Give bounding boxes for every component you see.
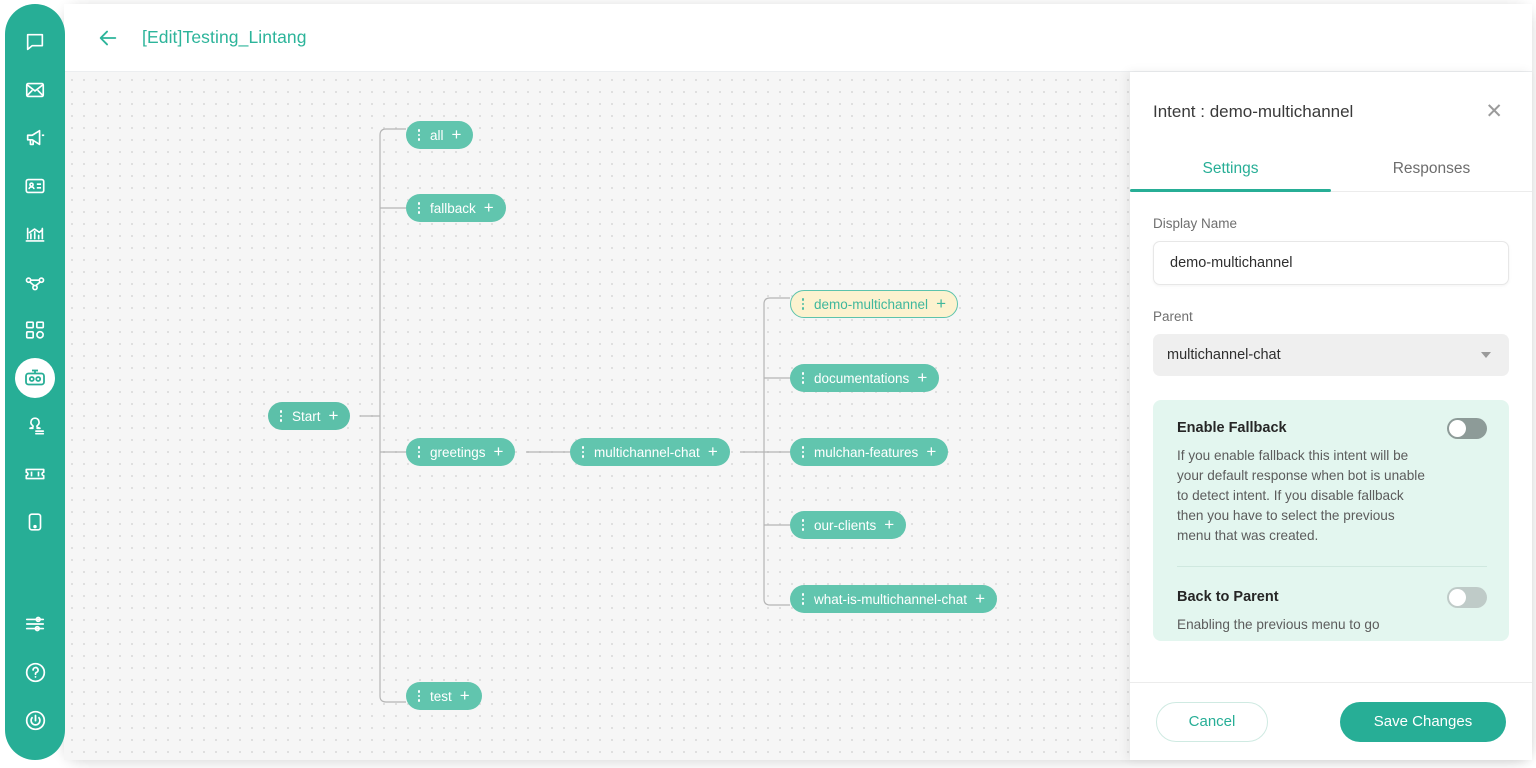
apps-grid-icon[interactable] [15, 310, 55, 350]
intent-options-card: Enable Fallback If you enable fallback t… [1153, 400, 1509, 641]
chevron-down-icon[interactable] [1481, 352, 1491, 358]
add-child-icon[interactable]: + [493, 441, 504, 461]
kebab-menu-icon[interactable] [797, 517, 809, 533]
kebab-menu-icon[interactable] [275, 408, 287, 424]
kebab-menu-icon[interactable] [413, 200, 425, 216]
page-title: [Edit]Testing_Lintang [142, 27, 307, 47]
display-name-input[interactable] [1153, 241, 1509, 285]
flow-node-mulchan-features[interactable]: mulchan-features + [790, 438, 949, 466]
flow-node-label: demo-multichannel [814, 296, 929, 312]
card-divider [1177, 566, 1487, 567]
kebab-menu-icon[interactable] [797, 444, 809, 460]
kebab-menu-icon[interactable] [797, 370, 809, 386]
intent-settings-panel: Intent : demo-multichannel ✕ Settings Re… [1130, 72, 1532, 760]
chat-icon[interactable] [15, 22, 55, 62]
flow-node-all[interactable]: all + [406, 121, 474, 149]
flow-node-label: our-clients [814, 517, 877, 533]
kebab-menu-icon[interactable] [577, 444, 589, 460]
flow-node-label: mulchan-features [814, 444, 919, 460]
add-child-icon[interactable]: + [926, 441, 937, 461]
flow-node-label: greetings [430, 444, 486, 460]
mobile-icon[interactable] [15, 502, 55, 542]
kebab-menu-icon[interactable] [413, 127, 425, 143]
kebab-menu-icon[interactable] [413, 688, 425, 704]
back-to-parent-description: Enabling the previous menu to go [1177, 617, 1380, 632]
panel-body: Display Name Parent multichannel-chat En… [1130, 192, 1532, 682]
flow-node-label: test [430, 688, 452, 704]
flow-node-label: all [430, 127, 444, 143]
add-child-icon[interactable]: + [451, 124, 462, 144]
add-child-icon[interactable]: + [707, 441, 718, 461]
kebab-menu-icon[interactable] [797, 591, 809, 607]
megaphone-icon[interactable] [15, 118, 55, 158]
enable-fallback-description: If you enable fallback this intent will … [1177, 448, 1425, 543]
flow-node-label: documentations [814, 370, 910, 386]
main-sidebar [5, 4, 65, 760]
add-child-icon[interactable]: + [884, 514, 895, 534]
flow-node-demo-multichannel[interactable]: demo-multichannel + [790, 290, 958, 318]
page-header: [Edit]Testing_Lintang [64, 4, 1532, 72]
parent-select[interactable]: multichannel-chat [1153, 334, 1509, 376]
kebab-menu-icon[interactable] [797, 296, 809, 312]
ticket-icon[interactable] [15, 454, 55, 494]
add-child-icon[interactable]: + [328, 405, 339, 425]
share-nodes-icon[interactable] [15, 262, 55, 302]
flow-node-multichannel-chat[interactable]: multichannel-chat + [570, 438, 730, 466]
flow-node-label: Start [292, 408, 321, 424]
enable-fallback-row: Enable Fallback [1177, 418, 1487, 439]
back-to-parent-toggle[interactable] [1447, 587, 1487, 608]
flow-node-label: multichannel-chat [594, 444, 700, 460]
back-to-parent-label: Back to Parent [1177, 589, 1279, 605]
flow-node-label: fallback [430, 200, 476, 216]
analytics-icon[interactable] [15, 214, 55, 254]
flow-node-label: what-is-multichannel-chat [814, 591, 968, 607]
add-child-icon[interactable]: + [483, 197, 494, 217]
contact-card-icon[interactable] [15, 166, 55, 206]
sliders-icon[interactable] [15, 604, 55, 644]
enable-fallback-label: Enable Fallback [1177, 420, 1287, 436]
arrow-left-icon[interactable] [97, 27, 119, 49]
flow-node-our-clients[interactable]: our-clients + [790, 511, 907, 539]
parent-label: Parent [1153, 309, 1193, 324]
kebab-menu-icon[interactable] [413, 444, 425, 460]
flow-node-test[interactable]: test + [406, 682, 482, 710]
add-child-icon[interactable]: + [936, 293, 946, 313]
save-changes-button[interactable]: Save Changes [1340, 701, 1506, 742]
close-icon[interactable]: ✕ [1485, 100, 1503, 123]
flow-node-fallback[interactable]: fallback + [406, 194, 506, 222]
help-circle-icon[interactable] [15, 652, 55, 692]
flow-node-documentations[interactable]: documentations + [790, 364, 940, 392]
flow-node-greetings[interactable]: greetings + [406, 438, 516, 466]
tab-responses[interactable]: Responses [1392, 160, 1471, 177]
cancel-button[interactable]: Cancel [1156, 701, 1268, 742]
add-child-icon[interactable]: + [975, 588, 985, 608]
back-to-parent-row: Back to Parent [1177, 587, 1487, 608]
display-name-label: Display Name [1153, 216, 1238, 231]
tab-settings[interactable]: Settings [1130, 150, 1331, 192]
panel-title: Intent : demo-multichannel [1153, 101, 1354, 121]
enable-fallback-toggle[interactable] [1447, 418, 1487, 439]
agent-icon[interactable] [15, 406, 55, 446]
add-child-icon[interactable]: + [459, 685, 470, 705]
add-child-icon[interactable]: + [917, 367, 928, 387]
bot-icon[interactable] [15, 358, 55, 398]
flow-edges [360, 128, 790, 703]
parent-select-wrapper: multichannel-chat [1153, 334, 1509, 376]
panel-header: Intent : demo-multichannel ✕ [1130, 72, 1532, 124]
panel-tabs: Settings Responses [1130, 150, 1532, 192]
flow-node-what-is-multichannel-chat[interactable]: what-is-multichannel-chat + [790, 585, 997, 613]
panel-footer: Cancel Save Changes [1130, 682, 1532, 760]
power-icon[interactable] [15, 700, 55, 740]
flow-node-start[interactable]: Start + [268, 402, 351, 430]
mail-icon[interactable] [15, 70, 55, 110]
